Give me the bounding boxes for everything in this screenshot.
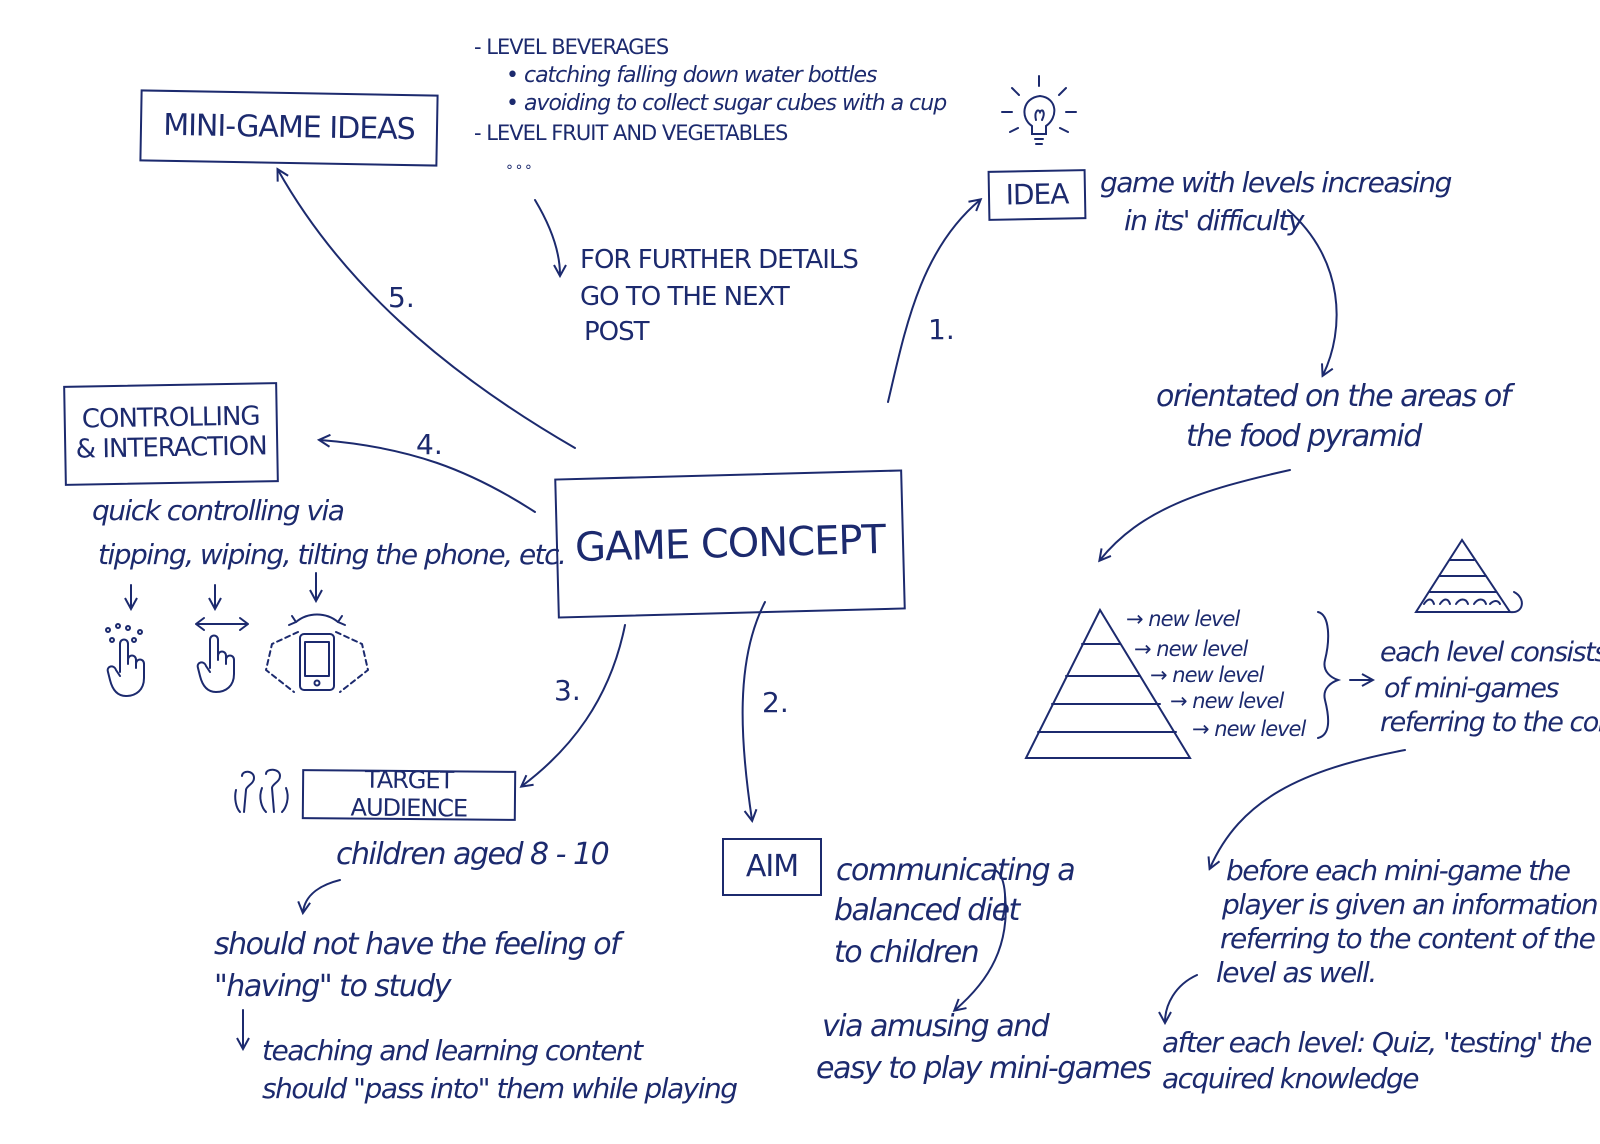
- arrow-to-further-details: [534, 199, 560, 275]
- game-concept-box[interactable]: GAME CONCEPT: [554, 469, 906, 619]
- level-label-5: new level: [1214, 717, 1306, 741]
- aim-via-line2: easy to play mini-games: [816, 1051, 1152, 1086]
- tilt-phone-icon: [265, 613, 369, 693]
- level-label-4: new level: [1192, 689, 1284, 713]
- aim-line2: balanced diet: [834, 893, 1020, 928]
- swipe-gesture-icon: [195, 617, 249, 693]
- idea-box[interactable]: IDEA: [987, 169, 1087, 221]
- controlling-line2: tipping, wiping, tilting the phone, etc.: [98, 538, 567, 571]
- arrow-aim-to-via: [955, 894, 1007, 1010]
- controlling-interaction-box[interactable]: CONTROLLING & INTERACTION: [63, 382, 279, 486]
- level-row-2: → new level: [1134, 637, 1248, 661]
- arrow-to-minigame: [278, 170, 576, 449]
- level-row-5: → new level: [1192, 717, 1306, 741]
- level-row-3: → new level: [1150, 663, 1264, 687]
- level-label-1: new level: [1148, 607, 1240, 631]
- aim-line1: communicating a: [836, 853, 1076, 888]
- mini-game-ideas-box[interactable]: MINI-GAME IDEAS: [139, 89, 439, 167]
- target-audience-box[interactable]: TARGET AUDIENCE: [301, 766, 517, 823]
- level-row-4: → new level: [1170, 689, 1284, 713]
- level-label-3: new level: [1172, 663, 1264, 687]
- arrow-idea-to-orientated: [1287, 209, 1338, 375]
- arrow-orientated-to-pyramid: [1100, 469, 1291, 560]
- before-line4: level as well.: [1216, 956, 1377, 989]
- minigame-item-beverages: - LEVEL BEVERAGES: [474, 35, 669, 59]
- pyramid-level-list: → new level → new level → new level → ne…: [1126, 607, 1306, 746]
- arrow-to-idea: [887, 200, 980, 403]
- target-audience-label: TARGET AUDIENCE: [350, 766, 468, 823]
- before-line2: player is given an information: [1222, 888, 1599, 921]
- after-line2: acquired knowledge: [1162, 1062, 1420, 1095]
- idea-text-line2: in its' difficulty: [1124, 204, 1304, 237]
- controlling-line1: quick controlling via: [92, 494, 345, 527]
- minigame-ellipsis: ° ° °: [506, 163, 532, 179]
- target-age: children aged 8 - 10: [336, 837, 610, 872]
- arrow-consists-to-before: [1210, 749, 1406, 868]
- minigame-sub-sugar-cubes: • avoiding to collect sugar cubes with a…: [506, 91, 947, 116]
- people-icon: [234, 768, 289, 813]
- consists-line3: referring to the content: [1380, 707, 1600, 738]
- before-line1: before each mini-game the: [1226, 854, 1571, 887]
- level-label-2: new level: [1156, 637, 1248, 661]
- food-pyramid: [1024, 607, 1192, 759]
- target-teach-line1: teaching and learning content: [262, 1034, 643, 1067]
- step-number-4: 4.: [416, 428, 443, 461]
- mini-game-ideas-label: MINI-GAME IDEAS: [162, 107, 416, 147]
- step-number-5: 5.: [388, 281, 415, 314]
- step-number-3: 3.: [554, 674, 581, 707]
- further-details-line2: GO TO THE NEXT: [580, 282, 790, 312]
- orientated-line2: the food pyramid: [1186, 419, 1422, 454]
- brace-levels: [1317, 611, 1342, 739]
- step-number-2: 2.: [762, 686, 789, 719]
- aim-box[interactable]: AIM: [722, 838, 822, 896]
- step-number-1: 1.: [928, 313, 955, 346]
- target-teach-line2: should "pass into" them while playing: [262, 1072, 738, 1105]
- consists-line1: each level consists: [1380, 637, 1600, 668]
- tap-gesture-icon: [105, 623, 145, 697]
- further-details-line3: POST: [584, 317, 650, 347]
- brace-aim: [994, 869, 1007, 921]
- orientated-line1: orientated on the areas of: [1156, 379, 1511, 414]
- aim-label: AIM: [745, 848, 799, 884]
- idea-text-line1: game with levels increasing: [1100, 166, 1452, 199]
- aim-via-line1: via amusing and: [822, 1009, 1050, 1044]
- before-line3: referring to the content of the: [1220, 922, 1596, 955]
- consists-line2: of mini-games: [1384, 673, 1559, 704]
- further-details-line1: FOR FURTHER DETAILS: [580, 245, 859, 275]
- idea-label: IDEA: [1005, 177, 1069, 212]
- pyramid-icon: [1414, 538, 1523, 614]
- minigame-item-fruit: - LEVEL FRUIT AND VEGETABLES: [474, 121, 788, 145]
- game-concept-label: GAME CONCEPT: [574, 516, 886, 572]
- lightbulb-icon: [1001, 75, 1077, 145]
- arrow-before-to-after: [1165, 974, 1198, 1022]
- aim-line3: to children: [834, 935, 980, 970]
- controlling-interaction-label: CONTROLLING & INTERACTION: [75, 401, 267, 465]
- target-feeling-line1: should not have the feeling of: [214, 927, 621, 962]
- level-row-1: → new level: [1126, 607, 1240, 631]
- arrow-to-target: [522, 624, 626, 786]
- after-line1: after each level: Quiz, 'testing' the: [1162, 1026, 1592, 1059]
- minigame-sub-water-bottles: • catching falling down water bottles: [506, 63, 878, 88]
- arrow-to-aim: [741, 601, 766, 820]
- arrow-to-controlling: [320, 440, 536, 513]
- target-feeling-line2: "having" to study: [214, 969, 452, 1004]
- arrow-age-to-feeling: [303, 879, 341, 912]
